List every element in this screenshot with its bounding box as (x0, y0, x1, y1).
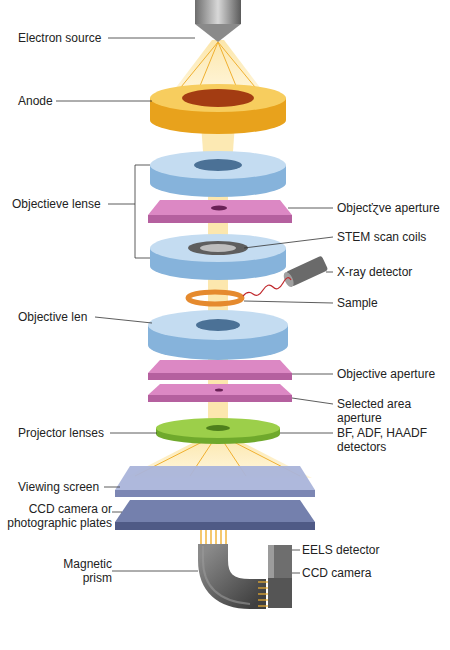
part-label: X-ray detector (337, 265, 450, 279)
beam-ray (215, 530, 216, 546)
aperture-hole (215, 389, 223, 392)
leader-line (292, 398, 333, 404)
bracket (135, 165, 150, 258)
magnetic-prism (213, 544, 266, 594)
beam-rays (258, 582, 268, 606)
projector-lens (156, 418, 280, 438)
ccd-camera-box (268, 578, 292, 608)
part-label: Objective len (18, 310, 108, 324)
beam-ray (220, 530, 221, 546)
beam-rays (135, 42, 300, 476)
aperture-plate (148, 200, 292, 215)
leader-line (326, 272, 333, 273)
leader-line (244, 237, 333, 248)
projector-lens-hole (206, 425, 230, 431)
lens-hole (194, 159, 242, 171)
x-ray-detector-end (282, 271, 296, 289)
beam-ray (225, 530, 226, 546)
beam-ray (200, 530, 201, 546)
leader-line (292, 573, 300, 574)
stem-scan-coil-core (200, 244, 236, 252)
lens-top (150, 234, 286, 262)
lens-top (148, 310, 288, 340)
leader-line (56, 101, 152, 102)
part-label: Projector lenses (18, 426, 118, 440)
part-label: Electron source (18, 31, 118, 45)
aperture-plate (148, 384, 292, 395)
aperture-side (148, 395, 292, 402)
ccd-plate (115, 500, 315, 522)
leader-line (292, 374, 333, 375)
leader-line (244, 301, 333, 303)
aperture-side (148, 215, 292, 223)
part-label: Magnetic prism (50, 557, 112, 585)
x-ray-signal (243, 278, 291, 296)
lens-hole (196, 319, 240, 331)
part-label: Objectieve lense (12, 197, 122, 211)
aperture-plate (148, 360, 292, 373)
beam-ray (210, 530, 211, 546)
electron-gun-tip (195, 24, 241, 42)
leader-line (280, 433, 333, 434)
lens-top (150, 151, 286, 179)
leader-line (110, 433, 157, 434)
part-label: Objective aperture (337, 367, 450, 381)
anode-top (150, 84, 286, 112)
leader-line (104, 487, 120, 488)
beam-ray (258, 605, 268, 606)
sample-ring (188, 292, 242, 304)
part-label: Viewing screen (18, 480, 118, 494)
part-label: Selected area aperture (337, 397, 450, 425)
part-label: Objecťɀve aperture (337, 201, 450, 215)
viewing-screen (115, 466, 315, 490)
leader-line (95, 317, 152, 323)
beam-rays (201, 530, 226, 546)
prism-highlight (203, 546, 250, 604)
part-label: CCD camera or photographic plates (0, 502, 112, 530)
aperture-hole (211, 206, 227, 211)
leader-line (112, 571, 198, 572)
plate-side (115, 522, 315, 530)
part-label: CCD camera (302, 566, 450, 580)
anode-hole (182, 89, 254, 107)
beam-ray (258, 593, 268, 594)
beam-ray (258, 587, 268, 588)
beam-ray (258, 599, 268, 600)
beam-ray (258, 581, 268, 582)
part-label: STEM scan coils (337, 230, 450, 244)
leader-line (112, 512, 122, 513)
aperture-side (148, 373, 292, 380)
part-label: Sample (337, 296, 450, 310)
leader-line (292, 550, 300, 551)
stem-scan-coil (188, 241, 248, 255)
bracket (108, 204, 135, 205)
screen-side (115, 490, 315, 497)
leader-line (288, 208, 333, 209)
part-label: BF, ADF, HAADF detectors (337, 426, 450, 454)
electron-gun (195, 0, 241, 24)
beam-ray (205, 530, 206, 546)
part-label: EELS detector (302, 543, 450, 557)
x-ray-detector (282, 255, 329, 288)
leader-line (108, 38, 195, 39)
part-label: Anode (18, 94, 78, 108)
